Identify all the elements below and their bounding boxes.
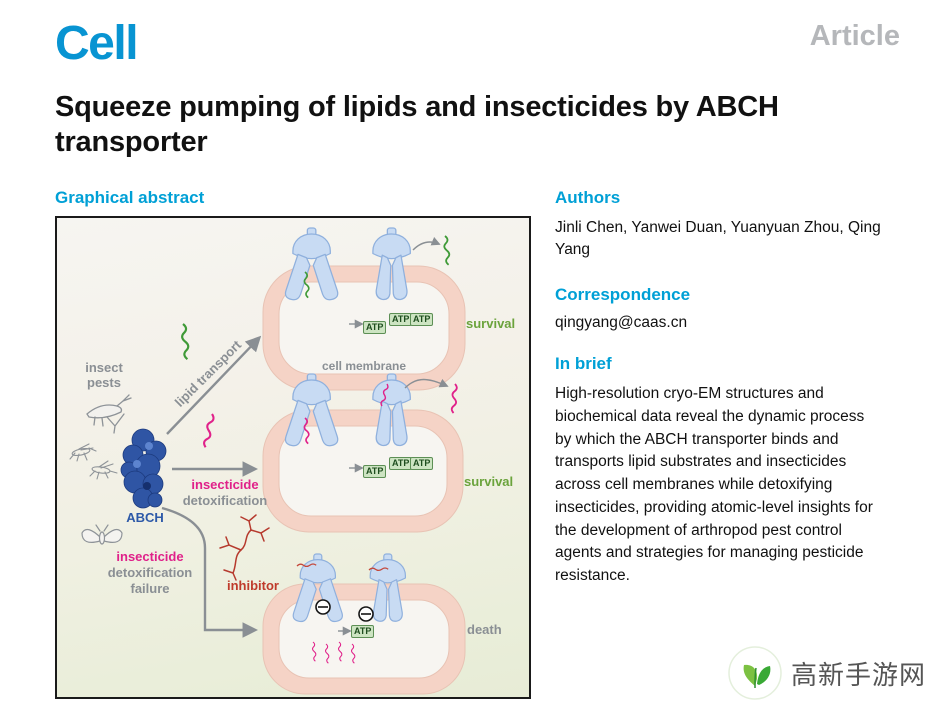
atp-badge: ATP (389, 457, 413, 470)
insect-pests-line2: pests (87, 375, 121, 390)
authors-list: Jinli Chen, Yanwei Duan, Yuanyuan Zhou, … (555, 219, 881, 258)
paper-title: Squeeze pumping of lipids and insecticid… (55, 91, 779, 158)
atp-badge: ATP (410, 313, 434, 326)
insecticide-detox-label-2: detoxification (182, 493, 268, 508)
graphical-abstract-figure: insect pests ABCH lipid transport insect… (55, 216, 531, 699)
abch-protein (120, 428, 167, 509)
insecticide-molecule (199, 412, 218, 449)
graphical-abstract-art (69, 227, 466, 695)
pathway-arrows (161, 335, 262, 638)
detox-failure-label-3: failure (130, 581, 170, 596)
insecticide-exported (448, 382, 461, 415)
grasshopper-icon (86, 394, 132, 434)
in-brief-text: High-resolution cryo-EM structures and b… (555, 385, 873, 585)
inhibitor-molecule (219, 514, 270, 581)
survival-label-top: survival (466, 316, 516, 331)
abch-label: ABCH (126, 510, 164, 525)
inhibitor-label: inhibitor (227, 578, 279, 593)
atp-badge: ATP (389, 313, 413, 326)
inhibition-symbols (315, 599, 374, 622)
in-brief-heading: In brief (555, 354, 612, 373)
correspondence-heading: Correspondence (555, 285, 691, 304)
death-label: death (467, 622, 502, 637)
insecticide-detox-label-1: insecticide (191, 477, 259, 492)
insect-pests-label: insect pests (69, 360, 139, 390)
graphical-abstract-heading: Graphical abstract (55, 188, 205, 207)
correspondence-email: qingyang@caas.cn (555, 314, 688, 331)
insecticide-export-arrow (404, 378, 449, 389)
atp-badge: ATP (410, 457, 434, 470)
lipid-transport-arrow (166, 335, 262, 435)
atp-badge: ATP (351, 625, 375, 638)
authors-heading: Authors (555, 188, 621, 207)
atp-badge: ATP (363, 465, 387, 478)
article-type-label: Article (809, 20, 900, 52)
lipid-molecule (181, 322, 190, 361)
lipid-exported (443, 235, 451, 266)
cell-membrane-bottom (262, 583, 466, 695)
detox-failure-arrow (161, 506, 259, 638)
watermark-leaf-icon (728, 646, 782, 700)
small-arrows (338, 236, 449, 636)
journal-logo: Cell (55, 17, 139, 70)
whitefly-icon (81, 524, 123, 545)
survival-label-middle: survival (464, 474, 514, 489)
cell-membrane-label: cell membrane (321, 359, 407, 373)
info-column: Authors Jinli Chen, Yanwei Duan, Yuanyua… (555, 188, 883, 588)
detox-failure-label-2: detoxification (107, 565, 193, 580)
lipid-export-arrow (412, 236, 441, 251)
watermark: 高新手游网 (728, 646, 926, 700)
detox-failure-label-1: insecticide (116, 549, 184, 564)
atp-badge: ATP (363, 321, 387, 334)
mosquito-icons (69, 443, 118, 480)
insect-pests-line1: insect (85, 360, 123, 375)
watermark-text: 高新手游网 (791, 659, 926, 690)
